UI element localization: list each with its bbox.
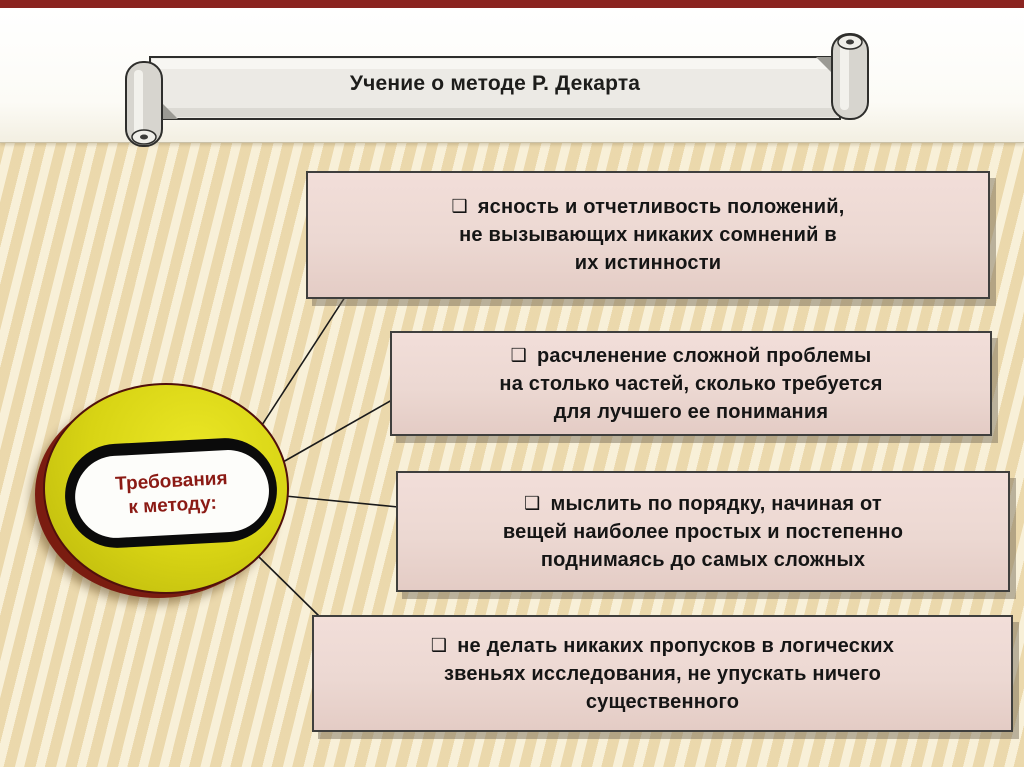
square-bullet-icon: ❑ [510,344,527,366]
slide-title: Учение о методе Р. Декарта [349,72,641,95]
box-line: не вызывающих никаких сомнений в [459,224,837,246]
method-box-clarity: ❑ ясность и отчетливость положений, не вы… [306,171,990,299]
box-text: мыслить по порядку, начиная от [550,492,882,515]
badge-label-line2: к методу: [127,492,218,519]
box-line: ❑ ясность и отчетливость положений, [308,193,988,221]
box-line: существенного [585,690,740,713]
requirements-badge: Требования к методу: [35,383,289,598]
square-bullet-icon: ❑ [451,196,468,217]
box-line: на столько частей, сколько требуется [499,372,883,395]
box-line: ❑ мыслить по порядку, начиная от [398,490,1008,518]
box-line: ❑ расчленение сложной проблемы [392,342,990,370]
box-line: вещей наиболее простых и постепенно [502,520,904,543]
connector-line-2 [282,399,393,463]
top-accent-bar [0,0,1024,8]
method-box-division: ❑ расчленение сложной проблемы на столько… [390,331,992,436]
badge-black-pill: Требования к методу: [62,435,280,551]
box-line: звеньях исследования, не упускать ничего [443,662,882,685]
box-line: поднимаясь до самых сложных [540,548,866,571]
connector-line-3 [284,495,399,508]
box-line: для лучшего ее понимания [553,400,829,423]
square-bullet-icon: ❑ [430,634,448,656]
box-text: не делать никаких пропусков в логических [457,634,895,657]
box-text: ясность и отчетливость положений, [477,196,845,218]
method-box-order: ❑ мыслить по порядку, начиная от вещей на… [396,471,1010,592]
square-bullet-icon: ❑ [524,492,541,514]
box-line: ❑ не делать никаких пропусков в логически… [314,632,1011,660]
badge-label: Требования к методу: [73,447,272,540]
method-box-completeness: ❑ не делать никаких пропусков в логически… [312,615,1013,732]
box-line: их истинности [574,252,722,274]
scroll-banner-icon [125,33,869,147]
box-text: расчленение сложной проблемы [536,344,872,367]
